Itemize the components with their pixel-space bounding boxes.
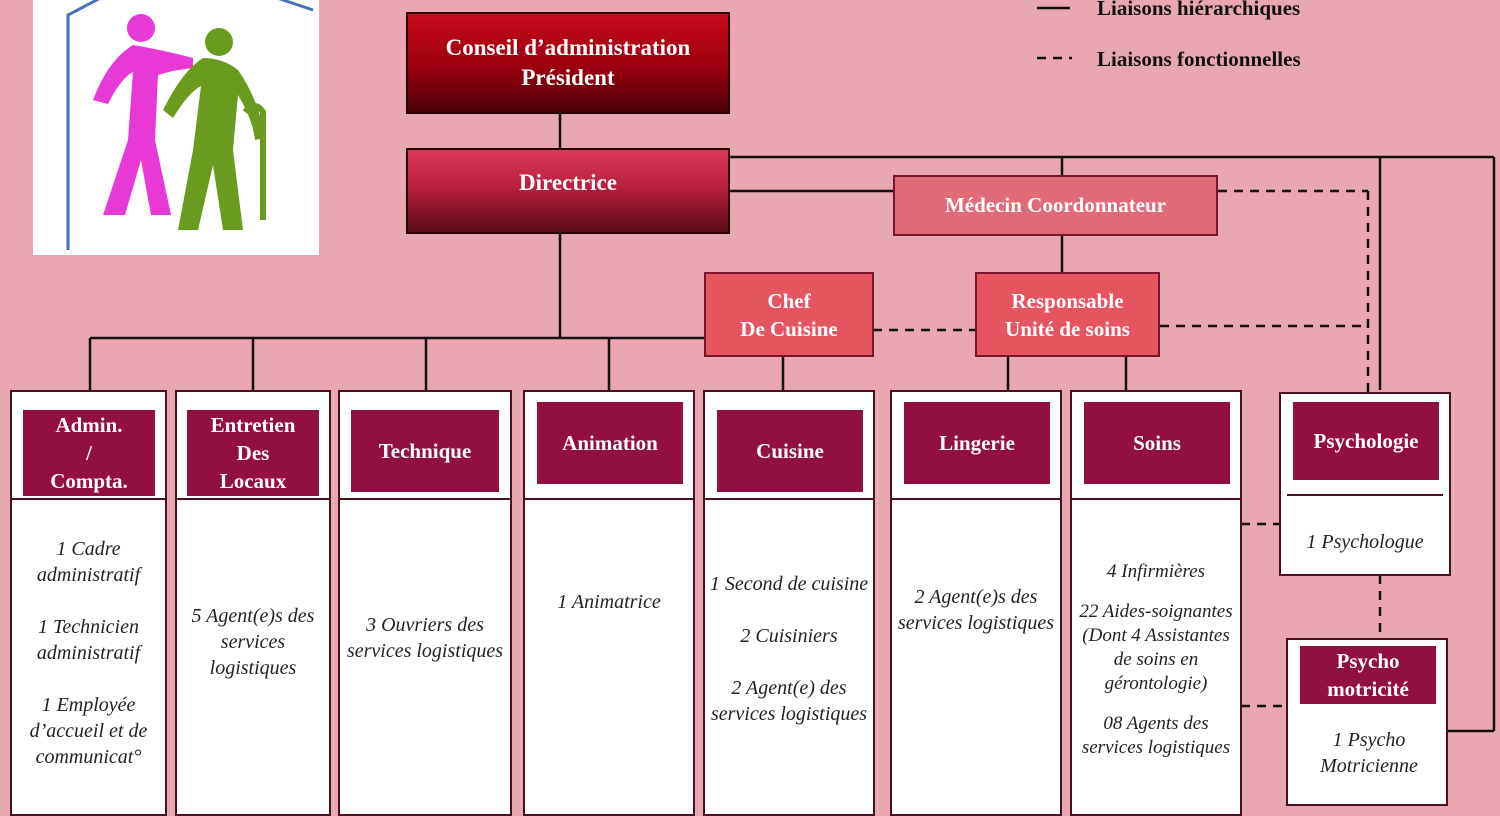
- director-box: Directrice: [406, 148, 730, 234]
- staff-line: 2 Agent(e)s des services logistiques: [897, 586, 1055, 634]
- header-line: Animation: [562, 431, 658, 455]
- dept-psychologie-header: Psychologie: [1293, 402, 1439, 480]
- legend-hierarchical: Liaisons hiérarchiques: [1097, 0, 1301, 20]
- logo: [33, 0, 319, 255]
- board-title: Conseil d’administration: [445, 35, 691, 60]
- dept-technique-header: Technique: [351, 410, 499, 492]
- separator: [340, 498, 510, 500]
- staff-line: 1 Employée d’accueil et de communicat°: [29, 694, 148, 768]
- dept-admin-header: Admin. / Compta.: [23, 410, 155, 496]
- staff-line: 3 Ouvriers des services logistiques: [346, 614, 504, 662]
- staff-line: 1 Psycho Motricienne: [1320, 729, 1418, 777]
- header-line: motricité: [1327, 677, 1409, 701]
- dept-animation-staff: 1 Animatrice: [529, 582, 689, 622]
- separator: [177, 498, 329, 500]
- separator: [1072, 498, 1240, 500]
- staff-line: 1 Second de cuisine: [709, 573, 869, 595]
- staff-line: 1 Animatrice: [557, 591, 661, 613]
- separator: [705, 498, 873, 500]
- care-manager-box: Responsable Unité de soins: [975, 272, 1160, 357]
- chef-line2: De Cuisine: [740, 316, 838, 341]
- care-manager-line1: Responsable: [1011, 288, 1124, 313]
- care-manager-line2: Unité de soins: [1005, 316, 1130, 341]
- header-line: Psychologie: [1313, 429, 1419, 453]
- chef-box: Chef De Cuisine: [704, 272, 874, 357]
- header-line: Technique: [378, 439, 472, 463]
- dept-cuisine-header: Cuisine: [717, 410, 863, 492]
- staff-line: 5 Agent(e)s des services logistiques: [191, 605, 315, 679]
- separator: [1287, 494, 1443, 496]
- header-line: Locaux: [219, 469, 287, 493]
- staff-line: 2 Agent(e) des services logistiques: [710, 677, 868, 725]
- dept-technique-staff: 3 Ouvriers des services logistiques: [344, 578, 506, 698]
- dept-lingerie-staff: 2 Agent(e)s des services logistiques: [896, 568, 1056, 652]
- dept-admin: Admin. / Compta. 1 Cadre administratif 1…: [10, 390, 167, 816]
- header-line: Soins: [1133, 431, 1181, 455]
- dept-cuisine: Cuisine 1 Second de cuisine 2 Cuisiniers…: [703, 390, 875, 816]
- staff-line: 1 Cadre administratif: [36, 538, 141, 586]
- dept-lingerie: Lingerie 2 Agent(e)s des services logist…: [890, 390, 1062, 816]
- chef-line1: Chef: [767, 288, 811, 313]
- director-label: Directrice: [519, 170, 617, 195]
- staff-line: 08 Agents des services logistiques: [1081, 713, 1231, 758]
- legend-functional: Liaisons fonctionnelles: [1097, 47, 1301, 71]
- dept-entretien-header: Entretien Des Locaux: [187, 410, 319, 496]
- board-subtitle: Président: [521, 65, 615, 90]
- dept-psychomot-header: Psycho motricité: [1300, 646, 1436, 704]
- header-line: Psycho: [1336, 649, 1400, 673]
- board-box: Conseil d’administration Président: [406, 12, 730, 114]
- staff-line: 4 Infirmières: [1107, 561, 1205, 582]
- dept-admin-staff: 1 Cadre administratif 1 Technicien admin…: [16, 512, 161, 794]
- header-line: Entretien: [210, 413, 296, 437]
- header-line: Cuisine: [756, 439, 824, 463]
- dept-psychologie-staff: 1 Psychologue: [1285, 514, 1445, 570]
- dept-animation-header: Animation: [537, 402, 683, 484]
- dept-soins-header: Soins: [1084, 402, 1230, 484]
- dept-technique: Technique 3 Ouvriers des services logist…: [338, 390, 512, 816]
- staff-line: 22 Aides-soignantes (Dont 4 Assistantes …: [1079, 601, 1233, 694]
- separator: [525, 498, 693, 500]
- dept-psychologie: Psychologie 1 Psychologue: [1279, 392, 1451, 576]
- dept-lingerie-header: Lingerie: [904, 402, 1050, 484]
- header-line: /: [86, 441, 92, 465]
- separator: [12, 498, 165, 500]
- doctor-label: Médecin Coordonnateur: [944, 193, 1167, 217]
- staff-line: 1 Technicien administratif: [36, 616, 141, 664]
- staff-line: 2 Cuisiniers: [740, 625, 838, 647]
- doctor-box: Médecin Coordonnateur: [893, 175, 1218, 236]
- elderly-care-logo-icon: [66, 0, 314, 250]
- header-line: Admin.: [55, 413, 123, 437]
- header-line: Compta.: [50, 469, 128, 493]
- dept-entretien-staff: 5 Agent(e)s des services logistiques: [181, 582, 325, 702]
- dept-cuisine-staff: 1 Second de cuisine 2 Cuisiniers 2 Agent…: [709, 542, 869, 756]
- staff-line: 1 Psychologue: [1306, 531, 1424, 553]
- header-line: Lingerie: [939, 431, 1015, 455]
- dept-entretien: Entretien Des Locaux 5 Agent(e)s des ser…: [175, 390, 331, 816]
- dept-psychomot-staff: 1 Psycho Motricienne: [1304, 722, 1434, 784]
- dept-soins-staff: 4 Infirmières 22 Aides-soignantes (Dont …: [1076, 520, 1236, 800]
- dept-soins: Soins 4 Infirmières 22 Aides-soignantes …: [1070, 390, 1242, 816]
- dept-psychomot: Psycho motricité 1 Psycho Motricienne: [1286, 638, 1448, 806]
- dept-animation: Animation 1 Animatrice: [523, 390, 695, 816]
- header-line: Des: [236, 441, 270, 465]
- separator: [892, 498, 1060, 500]
